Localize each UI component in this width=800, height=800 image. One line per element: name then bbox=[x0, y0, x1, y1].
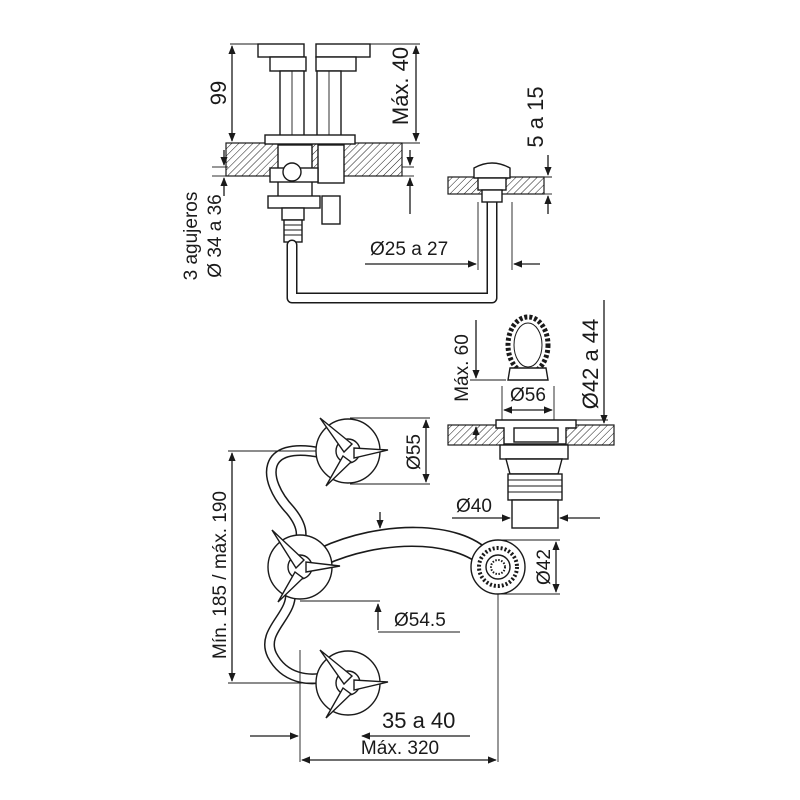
dim-label-5-a-15: 5 a 15 bbox=[523, 86, 548, 147]
spout-fitting-side bbox=[473, 162, 511, 179]
dim-label-holes-diameter: Ø 34 a 36 bbox=[205, 194, 226, 277]
dim-label-min-max: Mín. 185 / máx. 190 bbox=[210, 491, 231, 659]
dim-label-d56: Ø56 bbox=[510, 385, 546, 406]
spout-arm bbox=[319, 526, 492, 567]
aerator-outlet bbox=[470, 539, 526, 595]
drain-section-view: Máx. 60 Ø56 Ø42 a 44 Ø40 bbox=[447, 300, 615, 529]
drain-stopper bbox=[507, 367, 549, 381]
handle-hot bbox=[267, 529, 341, 603]
dim-label-max-60: Máx. 60 bbox=[452, 334, 473, 402]
handle-drain-control bbox=[315, 649, 389, 719]
handle-cold bbox=[315, 417, 389, 487]
dim-label-max-320: Máx. 320 bbox=[361, 738, 439, 759]
dim-label-3-holes: 3 agujeros bbox=[181, 192, 202, 281]
dim-label-35-a-40: 35 a 40 bbox=[382, 708, 455, 733]
plan-view: Ø55 Mín. 185 / máx. 190 Ø42 Ø54.5 35 a 4… bbox=[210, 417, 560, 764]
drain-tailpiece bbox=[511, 499, 559, 529]
side-elevation-view: 99 Máx. 40 5 a 15 3 agujeros Ø 34 a 36 Ø… bbox=[181, 43, 552, 304]
dim-label-d54-5: Ø54.5 bbox=[394, 610, 446, 631]
dim-label-d40: Ø40 bbox=[456, 496, 492, 517]
dim-label-d42: Ø42 bbox=[534, 549, 555, 585]
dim-label-d42-44: Ø42 a 44 bbox=[578, 319, 603, 410]
dim-label-max-40: Máx. 40 bbox=[388, 47, 413, 125]
dim-label-pipe-diameter: Ø25 a 27 bbox=[370, 239, 448, 260]
dim-label-d55: Ø55 bbox=[404, 434, 425, 470]
dim-label-99: 99 bbox=[206, 81, 231, 105]
